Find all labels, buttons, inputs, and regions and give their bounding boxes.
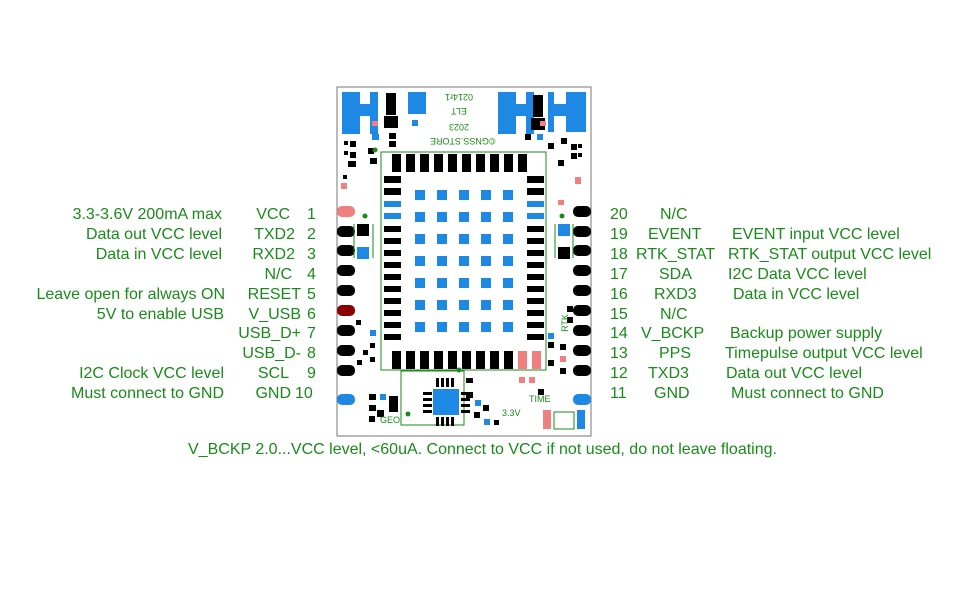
left-pin-desc: Leave open for always ON [36,286,225,303]
left-pin-name: RESET [247,286,301,303]
silk-rtk: RTK [559,314,570,332]
module-left-pads [384,176,401,340]
right-pin-name: N/C [660,206,688,223]
right-pin-name: PPS [659,345,692,362]
right-pin-desc: Data in VCC level [733,286,860,303]
left-pin-num: 3 [307,246,316,263]
left-pin-name: SCL [257,365,289,382]
left-pin-num: 4 [307,266,316,283]
left-pin-num: 9 [307,365,316,382]
right-pin-desc: Backup power supply [730,325,883,342]
silk-brand: ©GNSS.STORE [430,136,496,146]
left-pin-num: 10 [295,385,313,402]
right-pin-name: EVENT [648,226,702,243]
right-pin-name: N/C [660,306,688,323]
left-edge-pads [337,206,355,405]
antenna-pads [342,92,586,134]
bottom-components [369,147,585,430]
left-pin-num: 5 [307,286,316,303]
right-pin-desc: Timepulse output VCC level [725,345,923,362]
left-pin-desc: 5V to enable USB [96,306,224,323]
right-pin-num: 18 [610,246,628,263]
left-pin-name: GND [255,385,291,402]
silk-time: TIME [529,394,551,404]
right-pin-name: TXD3 [648,365,689,382]
left-pin-name: TXD2 [254,226,295,243]
right-pin-desc: RTK_STAT output VCC level [728,246,932,263]
module-bottom-pads [392,351,541,369]
right-pin-num: 14 [610,325,628,342]
right-pin-name: GND [654,385,690,402]
right-pin-num: 19 [610,226,628,243]
left-pin-desc: Data out VCC level [85,226,222,243]
right-pin-num: 11 [610,385,627,402]
gnss-module-outline [380,151,547,371]
right-pin-name: RTK_STAT [636,246,716,263]
module-right-pads [527,176,544,340]
right-pin-name: RXD3 [654,286,697,303]
vbckp-note: V_BCKP 2.0...VCC level, <60uA. Connect t… [188,441,777,458]
left-pin-name: USB_D+ [238,325,301,342]
left-pin-desc: I2C Clock VCC level [79,365,224,382]
left-pin-name: USB_D- [242,345,301,362]
right-pin-num: 12 [610,365,628,382]
right-pin-desc: Data out VCC level [726,365,863,382]
right-pin-num: 16 [610,286,628,303]
right-edge-pads [573,206,591,405]
right-pin-num: 13 [610,345,628,362]
left-pin-desc: 3.3-3.6V 200mA max [72,206,222,223]
right-pin-num: 17 [610,266,628,283]
left-pin-num: 7 [307,325,316,342]
silk-elt: ELT [451,106,467,116]
left-pin-name: N/C [264,266,292,283]
right-pin-desc: I2C Data VCC level [728,266,867,283]
module-top-pads [392,154,527,172]
silk-3v3: 3.3V [502,408,521,418]
left-pin-name: VCC [256,206,290,223]
left-pin-name: V_USB [248,306,301,323]
right-pin-name: SDA [659,266,692,283]
side-components [353,213,574,374]
small-components [341,120,582,205]
left-pin-num: 1 [307,206,316,223]
left-pin-name: RXD2 [252,246,295,263]
silk-version: 0214r1 [445,92,474,102]
right-pin-desc: EVENT input VCC level [732,226,900,243]
module-center-grid [415,190,513,332]
left-pin-num: 2 [307,226,316,243]
right-pin-num: 15 [610,306,628,323]
left-pin-num: 6 [307,306,316,323]
right-pin-desc: Must connect to GND [731,385,884,402]
right-pin-num: 20 [610,206,628,223]
silk-year: 2023 [449,122,470,132]
left-pin-num: 8 [307,345,316,362]
left-pin-desc: Must connect to GND [71,385,224,402]
left-pin-desc: Data in VCC level [95,246,222,263]
silk-geo: GEO [380,415,401,425]
right-pin-name: V_BCKP [641,325,705,342]
